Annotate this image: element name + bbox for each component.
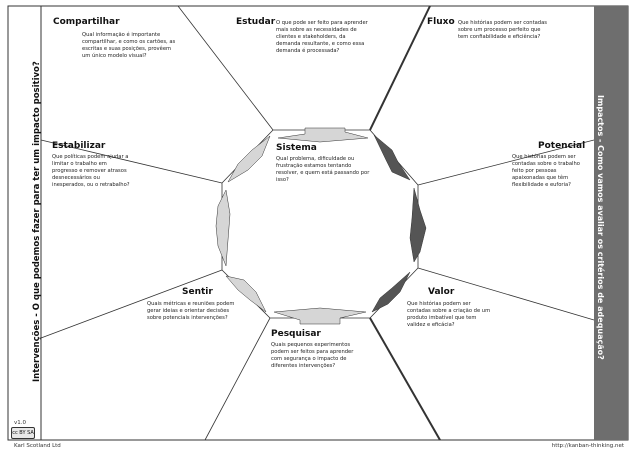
text-line: Que histórias podem ser contadas — [458, 20, 547, 26]
text-sistema: Qual problema, dificuldade ou frustração… — [276, 156, 386, 184]
arrow-bottom-right — [371, 271, 411, 313]
text-line: demanda é processada? — [276, 48, 340, 54]
text-line: frustração estamos tentando — [276, 163, 352, 169]
text-line: gerar ideias e orientar decisões — [147, 308, 230, 314]
text-line: demanda resultante, e como essa — [276, 41, 365, 47]
cycle-arrows — [215, 127, 427, 325]
title-fluxo: Fluxo — [427, 17, 455, 27]
arrow-bottom — [273, 307, 367, 325]
text-line: sobre um processo perfeito que — [458, 27, 541, 33]
left-bar-label: Intervenções - O que podemos fazer para … — [32, 61, 42, 382]
text-line: com segurança o impacto de — [271, 356, 347, 362]
text-line: sobre potenciais intervenções? — [147, 315, 228, 321]
line-bottom-right — [369, 317, 441, 441]
text-line: Que histórias podem ser — [407, 301, 471, 307]
text-line: inesperados, ou o retrabalho? — [52, 182, 130, 188]
text-line: escritas e suas posições, provêem — [82, 46, 172, 52]
text-line: contadas sobre o trabalho — [512, 161, 580, 167]
text-line: podem ser feitos para aprender — [271, 349, 354, 355]
text-sentir: Quais métricas e reuniões podem gerar id… — [147, 301, 257, 322]
title-estabilizar: Estabilizar — [52, 141, 106, 151]
text-line: contadas sobre a criação de um — [407, 308, 491, 314]
text-line: Quais métricas e reuniões podem — [147, 301, 235, 307]
arrow-top — [277, 127, 369, 143]
text-line: Qual problema, dificuldade ou — [276, 156, 355, 162]
right-bar-label: Impactos - Como vamos avaliar os critéri… — [596, 95, 605, 360]
text-line: diferentes intervenções? — [271, 363, 336, 369]
text-line: Que histórias podem ser — [512, 154, 576, 160]
text-line: apaixonadas que têm — [512, 175, 569, 181]
title-estudar: Estudar — [236, 17, 276, 27]
text-line: produto imbatível que tem — [407, 315, 477, 321]
arrow-left — [215, 189, 231, 267]
line-top-right — [369, 5, 431, 131]
text-compartilhar: Qual informação é importante compartilha… — [82, 32, 202, 60]
arrow-top-right — [373, 134, 411, 181]
url-link[interactable]: http://kanban-thinking.net — [551, 443, 624, 449]
title-compartilhar: Compartilhar — [53, 17, 120, 27]
version-label: v1.0 — [14, 420, 27, 426]
text-line: Qual informação é importante — [82, 32, 161, 38]
radial-lines — [40, 5, 595, 441]
line-right-lower — [417, 267, 595, 321]
text-line: um único modelo visual? — [82, 53, 147, 59]
right-bar — [594, 6, 628, 440]
line-right-upper — [417, 139, 595, 186]
text-line: Que políticas podem ajudar a — [52, 154, 129, 160]
title-sentir: Sentir — [182, 287, 213, 297]
text-line: feito por pessoas — [512, 168, 557, 174]
text-valor: Que histórias podem ser contadas sobre a… — [407, 301, 507, 329]
arrow-top-left — [227, 135, 271, 183]
text-potencial: Que histórias podem ser contadas sobre o… — [512, 154, 592, 189]
text-estabilizar: Que políticas podem ajudar a limitar o t… — [52, 154, 152, 189]
title-potencial: Potencial — [538, 141, 586, 151]
text-line: desnecessários ou — [52, 175, 100, 181]
line-top-left — [177, 5, 274, 131]
author-label: Karl Scotland Ltd — [14, 443, 61, 449]
line-left-lower — [40, 269, 223, 339]
text-line: limitar o trabalho em — [52, 161, 107, 167]
line-bottom-left — [204, 317, 271, 441]
title-valor: Valor — [428, 287, 455, 297]
license-badge: cc BY SA — [11, 427, 35, 439]
text-fluxo: Que histórias podem ser contadas sobre u… — [458, 20, 578, 41]
arrow-right — [409, 187, 427, 263]
title-sistema: Sistema — [276, 143, 317, 153]
text-pesquisar: Quais pequenos experimentos podem ser fe… — [271, 342, 381, 370]
text-line: mais sobre as necessidades de — [276, 27, 357, 33]
text-line: compartilhar, e como os cartões, as — [82, 39, 176, 45]
arrow-bottom-left — [225, 275, 267, 313]
text-line: Quais pequenos experimentos — [271, 342, 351, 348]
text-line: validez e eficácia? — [407, 322, 455, 328]
text-line: isso? — [276, 177, 289, 183]
text-line: tem confiabilidade e eficiência? — [458, 34, 541, 40]
text-line: progresso e remover atrasos — [52, 168, 127, 174]
text-line: flexibilidade e euforia? — [512, 182, 571, 188]
text-line: resolver, e quem está passando por — [276, 170, 370, 176]
text-line: O que pode ser feito para aprender — [276, 20, 368, 26]
line-left-upper — [40, 139, 223, 184]
text-line: clientes e stakeholders, da — [276, 34, 346, 40]
text-estudar: O que pode ser feito para aprender mais … — [276, 20, 391, 55]
title-pesquisar: Pesquisar — [271, 329, 321, 339]
